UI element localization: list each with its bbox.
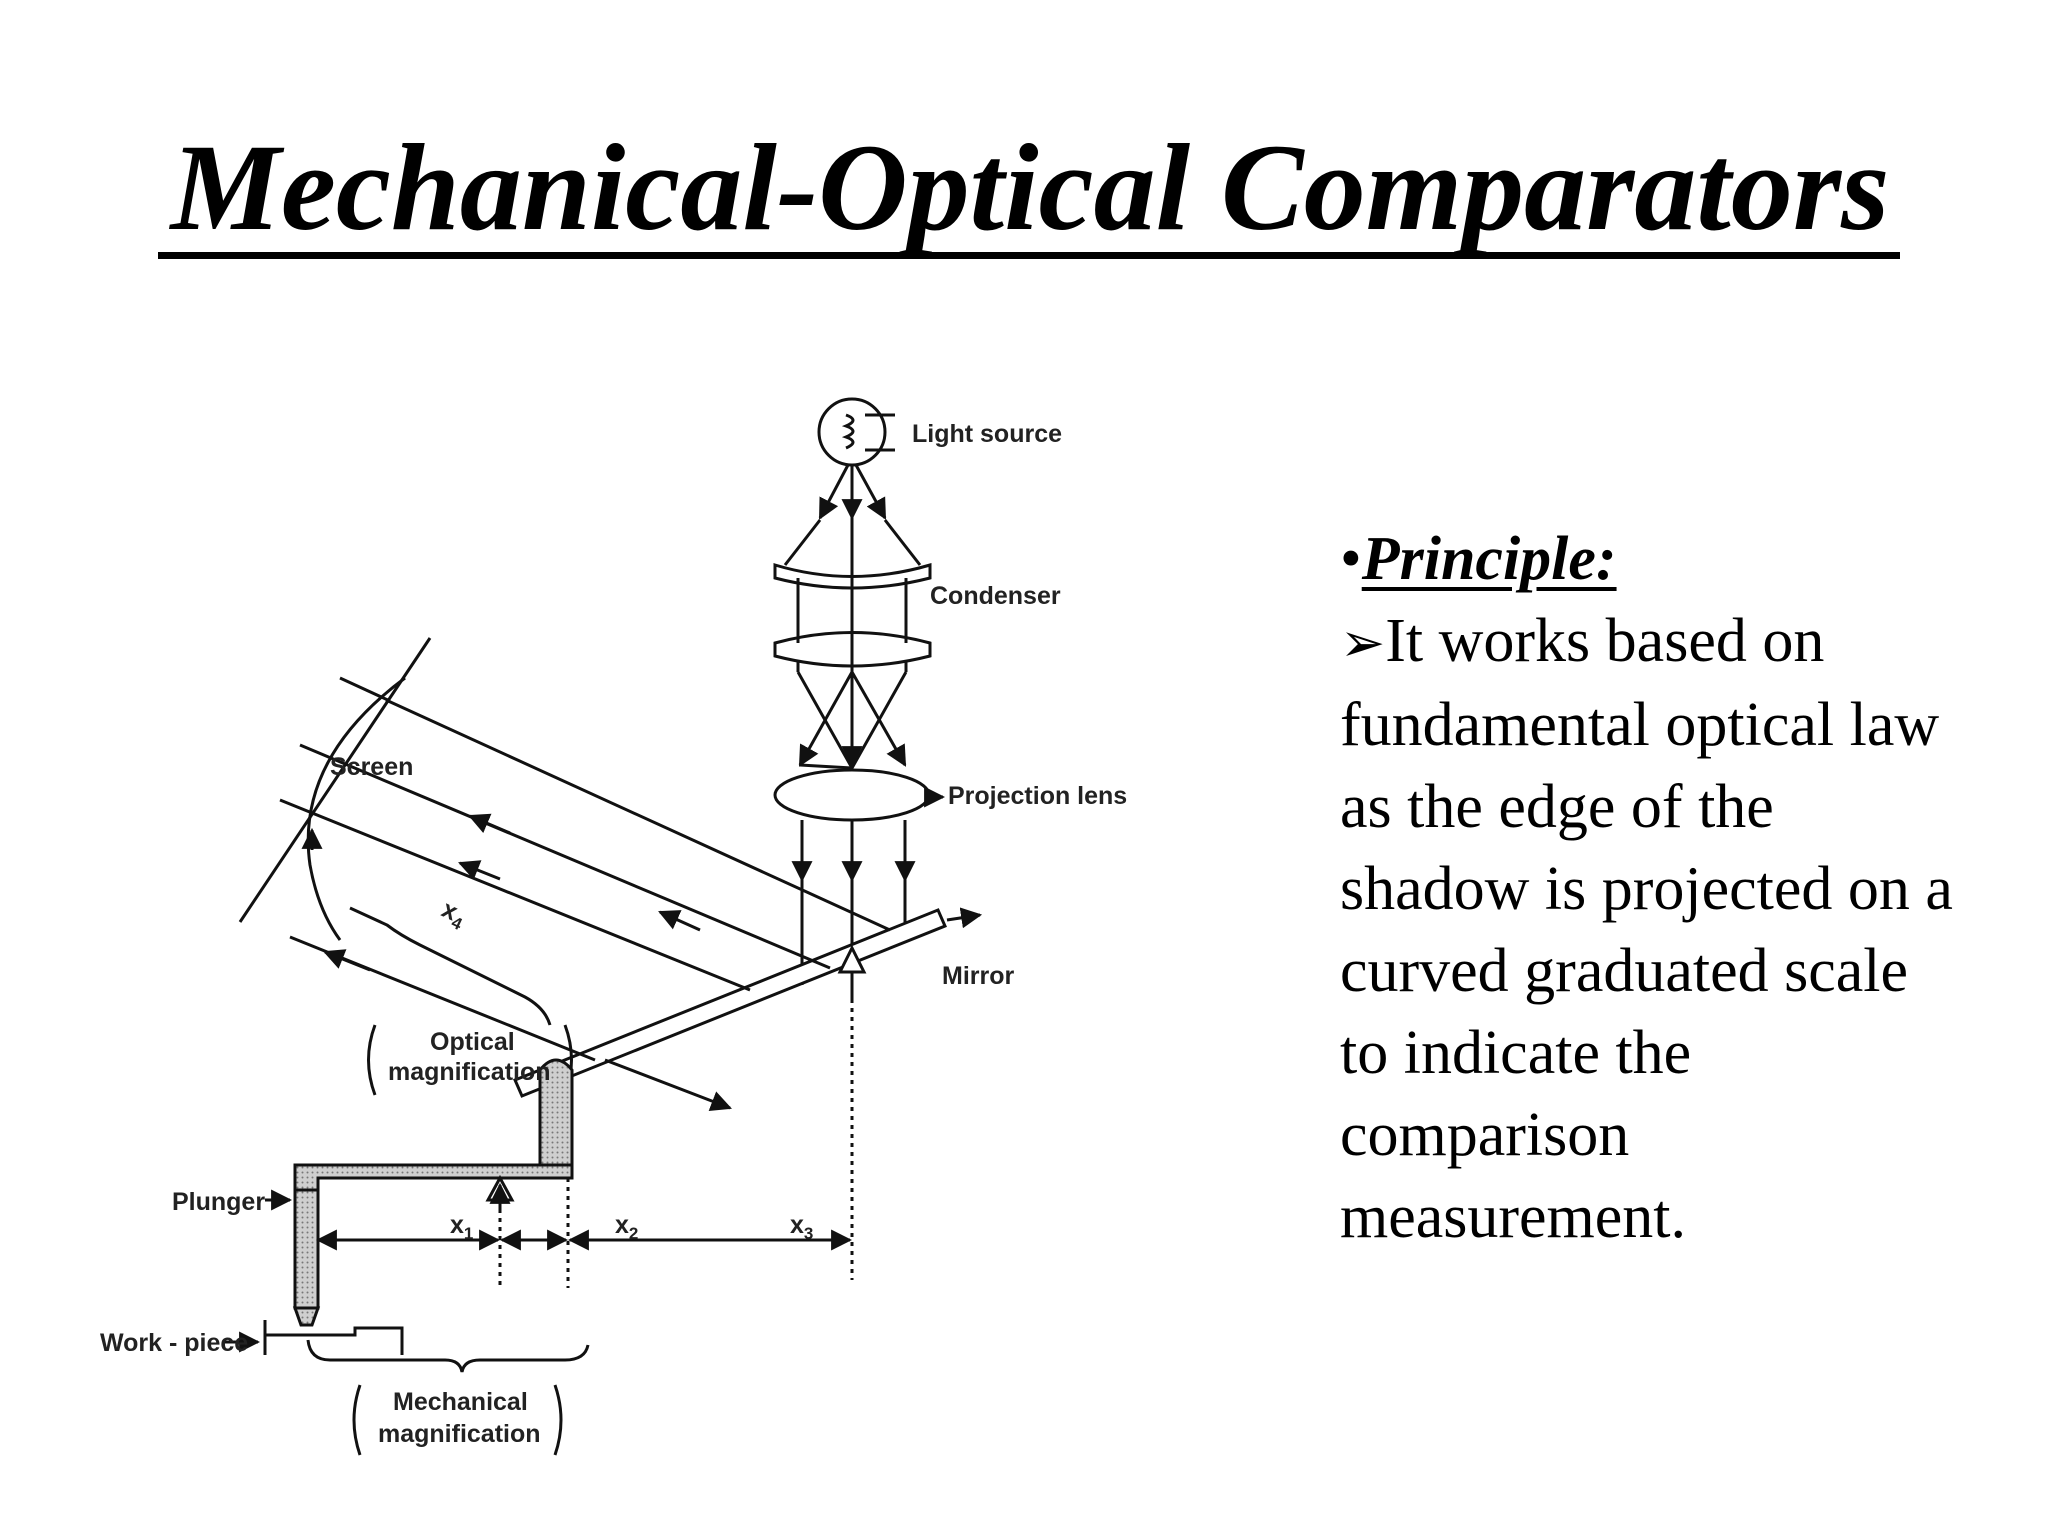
- projection-lens: [773, 768, 931, 822]
- principle-line: to indicate the: [1340, 1019, 1692, 1087]
- principle-line: comparison: [1340, 1101, 1630, 1169]
- plunger: [292, 1188, 321, 1327]
- principle-line: ➢It works based on: [1340, 607, 1825, 675]
- bullet-glyph: •: [1340, 525, 1362, 593]
- principle-line: shadow is projected on a: [1340, 855, 1953, 923]
- principle-line: fundamental optical law: [1340, 691, 1940, 759]
- work-piece: [222, 1320, 404, 1355]
- condenser-lenses: [773, 562, 932, 668]
- label-plunger: Plunger: [172, 1188, 265, 1216]
- lever-arm: [293, 1163, 574, 1192]
- label-x3: x3: [790, 1211, 813, 1243]
- light-source-bulb: [817, 397, 895, 467]
- contact-tip: [538, 1058, 574, 1167]
- principle-body: ➢It works based on fundamental optical l…: [1340, 600, 2030, 1258]
- principle-heading: Principle:: [1361, 525, 1617, 593]
- slide-title: Mechanical-Optical Comparators: [170, 119, 1890, 256]
- principle-heading-line: •Principle:: [1340, 518, 2030, 600]
- label-projection-lens: Projection lens: [948, 782, 1127, 810]
- label-x4: x4: [436, 895, 471, 934]
- comparator-diagram: Light source Condenser Projection lens S…: [100, 397, 1127, 1456]
- label-light-source: Light source: [912, 420, 1062, 448]
- mirror: [513, 907, 983, 1098]
- label-screen: Screen: [330, 753, 413, 781]
- principle-line: measurement.: [1340, 1183, 1687, 1251]
- label-optical-magnification-1: Optical: [430, 1028, 515, 1056]
- label-optical-magnification-2: magnification: [388, 1058, 551, 1086]
- label-x2: x2: [615, 1211, 638, 1243]
- principle-line: curved graduated scale: [1340, 937, 1909, 1005]
- label-x1: x1: [450, 1211, 473, 1243]
- label-mechanical-magnification-2: magnification: [378, 1420, 541, 1448]
- screen: [238, 637, 432, 941]
- principle-line: as the edge of the: [1340, 773, 1774, 841]
- label-condenser: Condenser: [930, 582, 1061, 610]
- principle-section: •Principle: ➢It works based on fundament…: [1340, 518, 2030, 1258]
- label-mechanical-magnification-1: Mechanical: [393, 1388, 528, 1416]
- title-underline: [158, 252, 1900, 259]
- label-work-piece: Work - piece: [100, 1329, 248, 1357]
- arrow-bullet-icon: ➢: [1340, 613, 1386, 673]
- label-mirror: Mirror: [942, 962, 1015, 990]
